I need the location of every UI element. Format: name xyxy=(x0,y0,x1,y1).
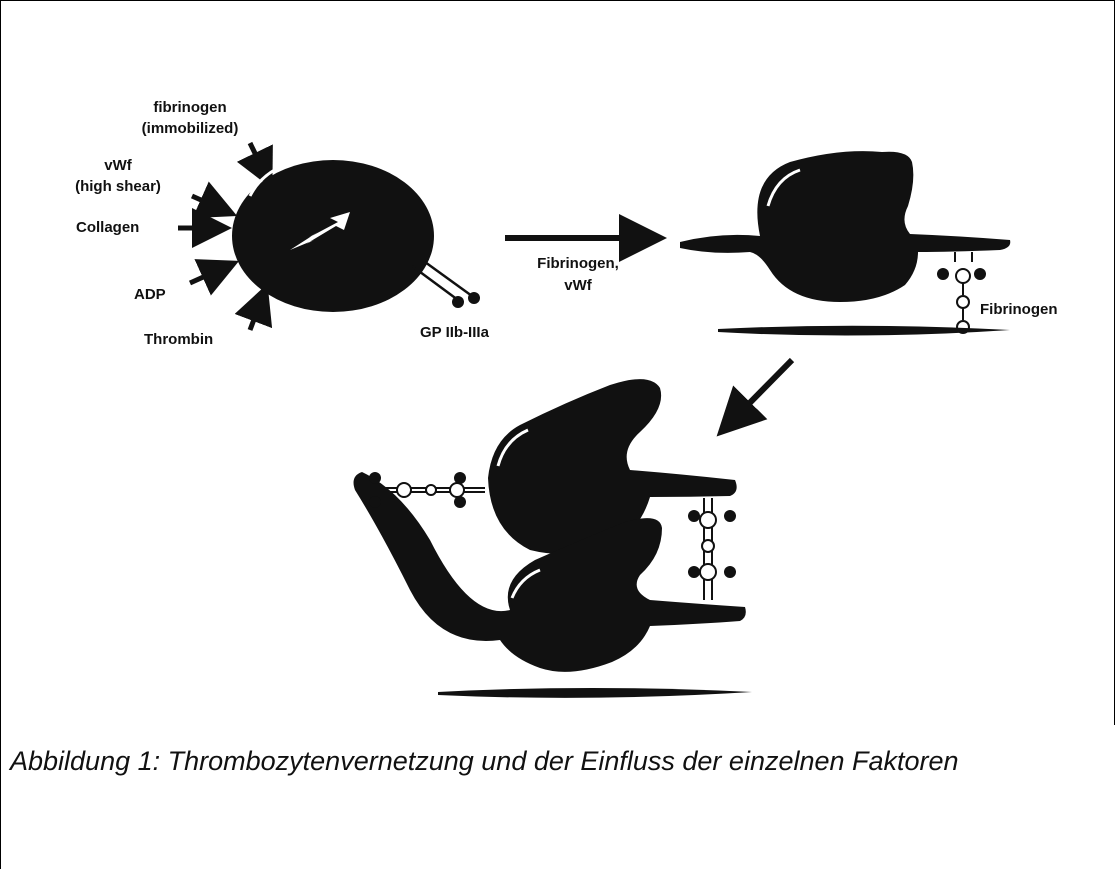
label-fibrinogen-immobilized-2: (immobilized) xyxy=(142,120,239,137)
gp-receptor-head xyxy=(452,296,464,308)
gp-receptor-head xyxy=(468,292,480,304)
arrow-fibrinogen xyxy=(250,143,268,180)
aggregation-arrow xyxy=(725,360,792,428)
label-gp-iib-iiia: GP IIb-IIIa xyxy=(420,324,490,341)
surface-lower xyxy=(438,688,752,698)
label-collagen: Collagen xyxy=(76,219,139,236)
label-transition-vwf: vWf xyxy=(564,277,593,294)
caption-rule xyxy=(0,725,1,869)
label-adp: ADP xyxy=(134,286,166,303)
resting-platelet xyxy=(232,160,480,312)
arrow-vwf xyxy=(192,196,228,212)
arrow-thrombin xyxy=(250,293,264,330)
label-vwf-high-shear: (high shear) xyxy=(75,178,161,195)
label-vwf: vWf xyxy=(104,157,133,174)
label-transition-fibrinogen: Fibrinogen, xyxy=(537,255,619,272)
label-fibrinogen-bridge: Fibrinogen xyxy=(980,301,1058,318)
adherent-platelet xyxy=(680,151,1010,333)
label-fibrinogen-immobilized-1: fibrinogen xyxy=(153,99,226,116)
arrow-adp xyxy=(190,265,230,283)
platelet-diagram: fibrinogen (immobilized) vWf (high shear… xyxy=(0,0,1115,725)
figure-caption: Abbildung 1: Thrombozytenvernetzung und … xyxy=(10,740,1105,782)
label-thrombin: Thrombin xyxy=(144,331,213,348)
platelet-aggregate xyxy=(354,379,746,672)
